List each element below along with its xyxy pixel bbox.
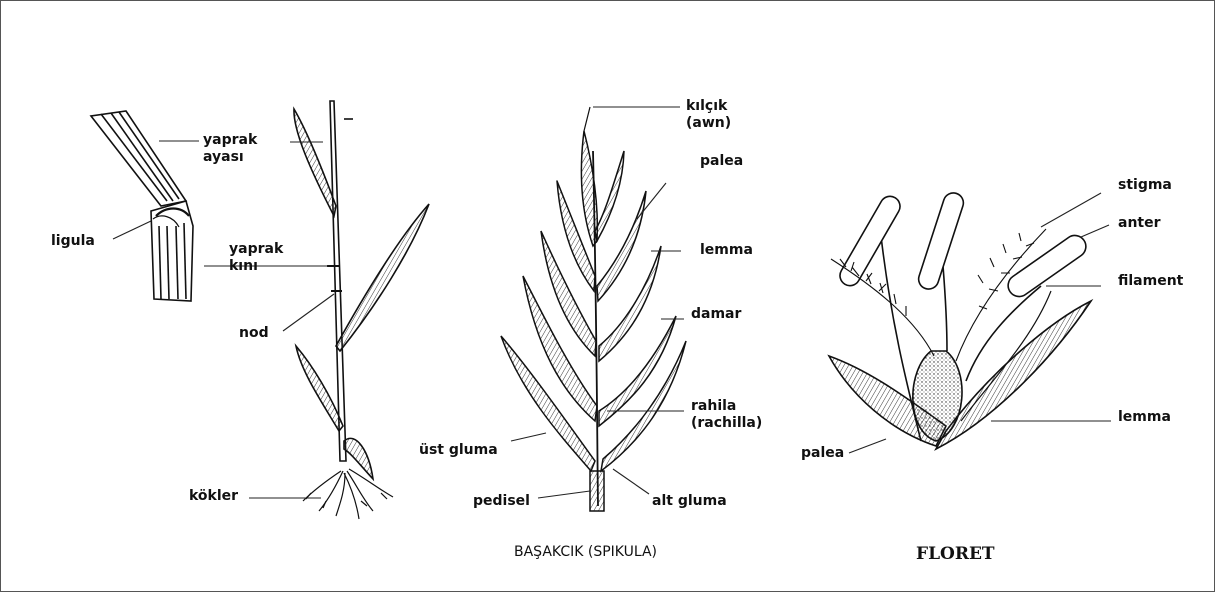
label-yaprak-ayasi-line2: ayası: [203, 149, 257, 166]
floret-title: FLORET: [916, 544, 995, 564]
ligule-detail-drawing: [91, 111, 193, 301]
leader-lines: [113, 107, 1111, 498]
label-lemma-floret: lemma: [1118, 409, 1171, 426]
label-kilcik-line1: kılçık: [686, 98, 731, 115]
label-kokler: kökler: [189, 488, 238, 505]
label-yaprak-kini-line1: yaprak: [229, 241, 283, 258]
label-rahila-line2: (rachilla): [691, 415, 762, 432]
label-yaprak-ayasi: yaprak ayası: [203, 132, 257, 166]
label-alt-gluma: alt gluma: [652, 493, 727, 510]
floret-drawing: [829, 190, 1091, 449]
label-anter: anter: [1118, 215, 1161, 232]
grass-plant-drawing: [294, 101, 429, 519]
label-nod: nod: [239, 325, 269, 342]
label-damar: damar: [691, 306, 741, 323]
label-ust-gluma: üst gluma: [419, 442, 498, 459]
spikelet-title: BAŞAKCIK (SPIKULA): [514, 544, 657, 560]
label-lemma-spikelet: lemma: [700, 242, 753, 259]
label-palea-spikelet: palea: [700, 153, 743, 170]
label-kilcik-line2: (awn): [686, 115, 731, 132]
label-yaprak-kini: yaprak kını: [229, 241, 283, 275]
label-yaprak-ayasi-line1: yaprak: [203, 132, 257, 149]
label-rahila-line1: rahila: [691, 398, 762, 415]
label-ligula: ligula: [51, 233, 95, 250]
label-stigma: stigma: [1118, 177, 1172, 194]
label-pedisel: pedisel: [473, 493, 530, 510]
label-filament: filament: [1118, 273, 1183, 290]
label-yaprak-kini-line2: kını: [229, 258, 283, 275]
label-palea-floret: palea: [801, 445, 844, 462]
spikelet-drawing: [501, 107, 686, 511]
label-kilcik: kılçık (awn): [686, 98, 731, 132]
label-rahila: rahila (rachilla): [691, 398, 762, 432]
